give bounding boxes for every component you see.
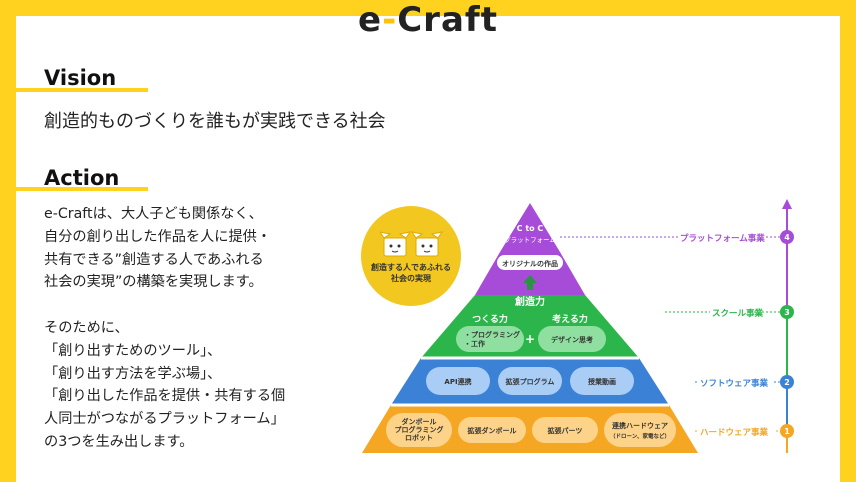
api-pill — [426, 367, 490, 395]
platform-subtitle: プラットフォーム — [504, 236, 556, 244]
tier-badge-3 — [780, 305, 794, 319]
linked-hardware-l2: （ドローン、家電など） — [610, 432, 670, 440]
action-line: の3つを生み出します。 — [44, 433, 194, 450]
tier-label-platform: プラットフォーム事業 — [680, 234, 765, 244]
society-circle — [361, 206, 461, 306]
svg-text:2: 2 — [784, 378, 790, 387]
cardboard-robot-pill — [386, 413, 452, 447]
class-video-pill — [570, 367, 634, 395]
thinking-power-pill — [538, 326, 606, 352]
action-line: 自分の創り出した作品を人に提供・ — [44, 228, 272, 245]
axis-up-arrow-icon — [782, 199, 792, 209]
circle-line2: 社会の実現 — [391, 274, 431, 283]
extension-parts-pill — [532, 417, 598, 443]
crafting-item: ・工作 — [464, 339, 485, 348]
business-pyramid: C to C プラットフォーム オリジナルの作品 創造力 つくる力 考える力 ・… — [362, 203, 698, 453]
tier-badge-4 — [780, 230, 794, 244]
extension-program-pill — [498, 367, 562, 395]
action-line: 共有できる”創造する人であふれる — [44, 251, 264, 268]
pyramid-tier-platform — [500, 203, 560, 252]
cardboard-robot-l2: プログラミング — [395, 425, 444, 434]
svg-text:3: 3 — [784, 308, 790, 317]
linked-hardware-pill — [604, 413, 676, 447]
api-label: API連携 — [444, 377, 471, 386]
extension-cardboard-pill — [458, 417, 526, 443]
extension-program-label: 拡張プログラム — [506, 377, 555, 386]
linked-hardware-l1: 連携ハードウェア — [612, 421, 668, 430]
action-text: e-Craftは、大人子ども関係なく、 自分の創り出した作品を人に提供・ 共有で… — [44, 203, 334, 454]
tier-label-software: ソフトウェア事業 — [700, 379, 769, 389]
action-heading: Action — [44, 166, 120, 190]
cardboard-robot-l3: ロボット — [405, 433, 433, 442]
action-line: 「創り出した作品を提供・共有する個 — [44, 388, 286, 405]
original-work-label: オリジナルの作品 — [502, 259, 558, 268]
action-line: そのために、 — [44, 319, 129, 336]
svg-text:4: 4 — [784, 233, 790, 242]
action-line: 人同士がつながるプラットフォーム」 — [44, 411, 285, 428]
making-power-pill — [456, 326, 524, 352]
design-thinking-item: デザイン思考 — [551, 335, 593, 344]
creative-power-title: 創造力 — [514, 295, 545, 308]
action-underline — [16, 187, 148, 191]
extension-cardboard-label: 拡張ダンボール — [468, 426, 517, 435]
action-line: 「創り出すためのツール」、 — [44, 342, 222, 359]
action-line: 「創り出す方法を学ぶ場」、 — [44, 365, 222, 382]
cardboard-characters-icon — [380, 231, 444, 257]
action-line: e-Craftは、大人子ども関係なく、 — [44, 206, 263, 222]
society-circle-text: 創造する人であふれる 社会の実現 — [361, 262, 461, 284]
extension-parts-label: 拡張パーツ — [548, 426, 583, 435]
tier-connectors: 4 3 2 1 — [560, 199, 794, 453]
action-line: 社会の実現”の構築を実現します。 — [44, 274, 263, 291]
thinking-power-title: 考える力 — [552, 313, 588, 325]
circle-line1: 創造する人であふれる — [371, 263, 451, 272]
vision-heading: Vision — [44, 66, 117, 90]
tier-label-school: スクール事業 — [712, 309, 764, 319]
e-craft-logo: e-Craft — [358, 0, 498, 40]
vision-text: 創造的ものづくりを誰もが実践できる社会 — [44, 111, 386, 132]
tier-label-hardware: ハードウェア事業 — [700, 428, 769, 438]
original-work-pill — [497, 255, 563, 270]
svg-text:1: 1 — [784, 427, 790, 436]
plus-sign: + — [525, 332, 535, 346]
cto-c-title: C to C — [517, 224, 544, 233]
tier-badge-2 — [780, 375, 794, 389]
cardboard-robot-l1: ダンボール — [402, 417, 437, 426]
programming-item: ・プログラミング — [464, 330, 520, 339]
class-video-label: 授業動画 — [588, 377, 616, 386]
vision-underline — [16, 88, 148, 92]
making-power-title: つくる力 — [472, 313, 508, 325]
up-arrow-icon — [523, 275, 537, 290]
tier-badge-1 — [780, 424, 794, 438]
